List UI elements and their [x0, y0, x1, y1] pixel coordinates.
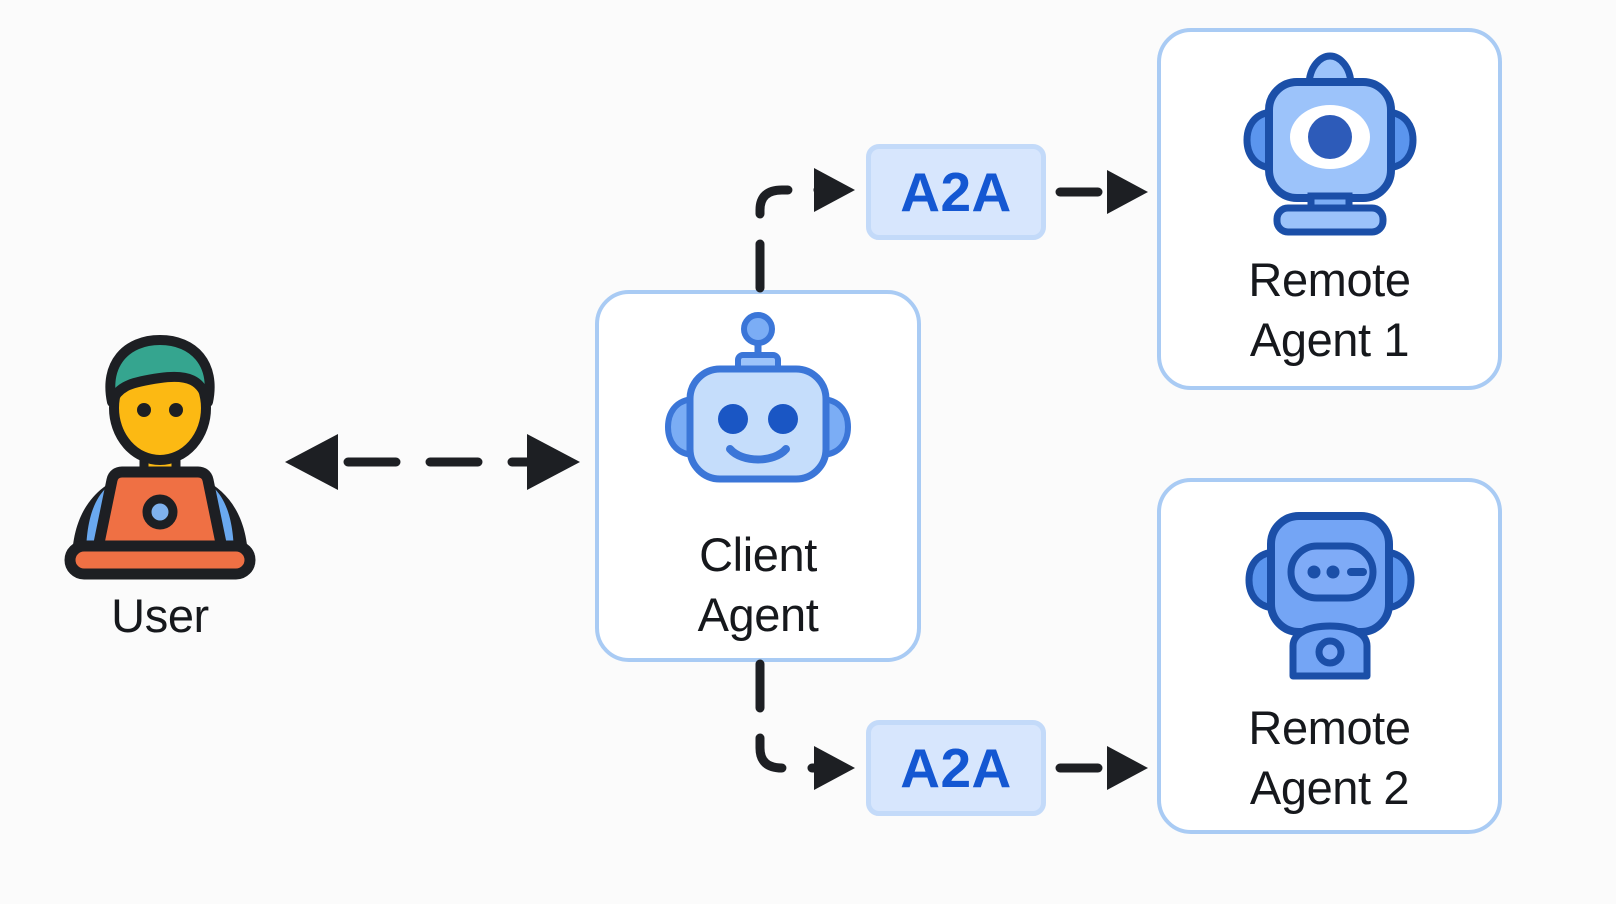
user-label: User [111, 589, 209, 642]
connector-user-to-client-agent [285, 434, 580, 490]
connector-client-agent-to-a2a-top [755, 168, 855, 293]
dashed-elbow [755, 185, 829, 293]
remote-agent-1-card[interactable]: Remote Agent 1 [1157, 28, 1502, 390]
remote-agent-1-label: Remote Agent 1 [1248, 252, 1411, 366]
remote-agent-2-label: Remote Agent 2 [1248, 700, 1411, 814]
robot-visor-icon [1245, 511, 1414, 680]
a2a-badge-bottom-label: A2A [900, 736, 1012, 799]
arrowhead [814, 168, 855, 212]
connector-a2a-top-to-remote-agent-1 [1055, 170, 1148, 214]
remote-agent-2-card[interactable]: Remote Agent 2 [1157, 478, 1502, 834]
robot-single-eye-icon [1243, 52, 1416, 236]
a2a-badge-top[interactable]: A2A [866, 144, 1046, 240]
a2a-badge-bottom[interactable]: A2A [866, 720, 1046, 816]
arrowhead [1107, 746, 1148, 790]
a2a-badge-top-label: A2A [900, 160, 1012, 223]
dashed-elbow [755, 659, 829, 773]
arrowhead-left [285, 434, 338, 490]
user-node: User [55, 330, 265, 643]
arrowhead-right [527, 434, 580, 490]
connector-client-agent-to-a2a-bottom [755, 659, 855, 790]
robot-antenna-smiling-icon [665, 311, 851, 483]
arrowhead [1107, 170, 1148, 214]
client-agent-label: Client Agent [697, 527, 819, 641]
client-agent-card[interactable]: Client Agent [595, 290, 921, 662]
person-at-laptop-icon [64, 335, 256, 580]
connector-a2a-bottom-to-remote-agent-2 [1055, 746, 1148, 790]
arrowhead [814, 746, 855, 790]
